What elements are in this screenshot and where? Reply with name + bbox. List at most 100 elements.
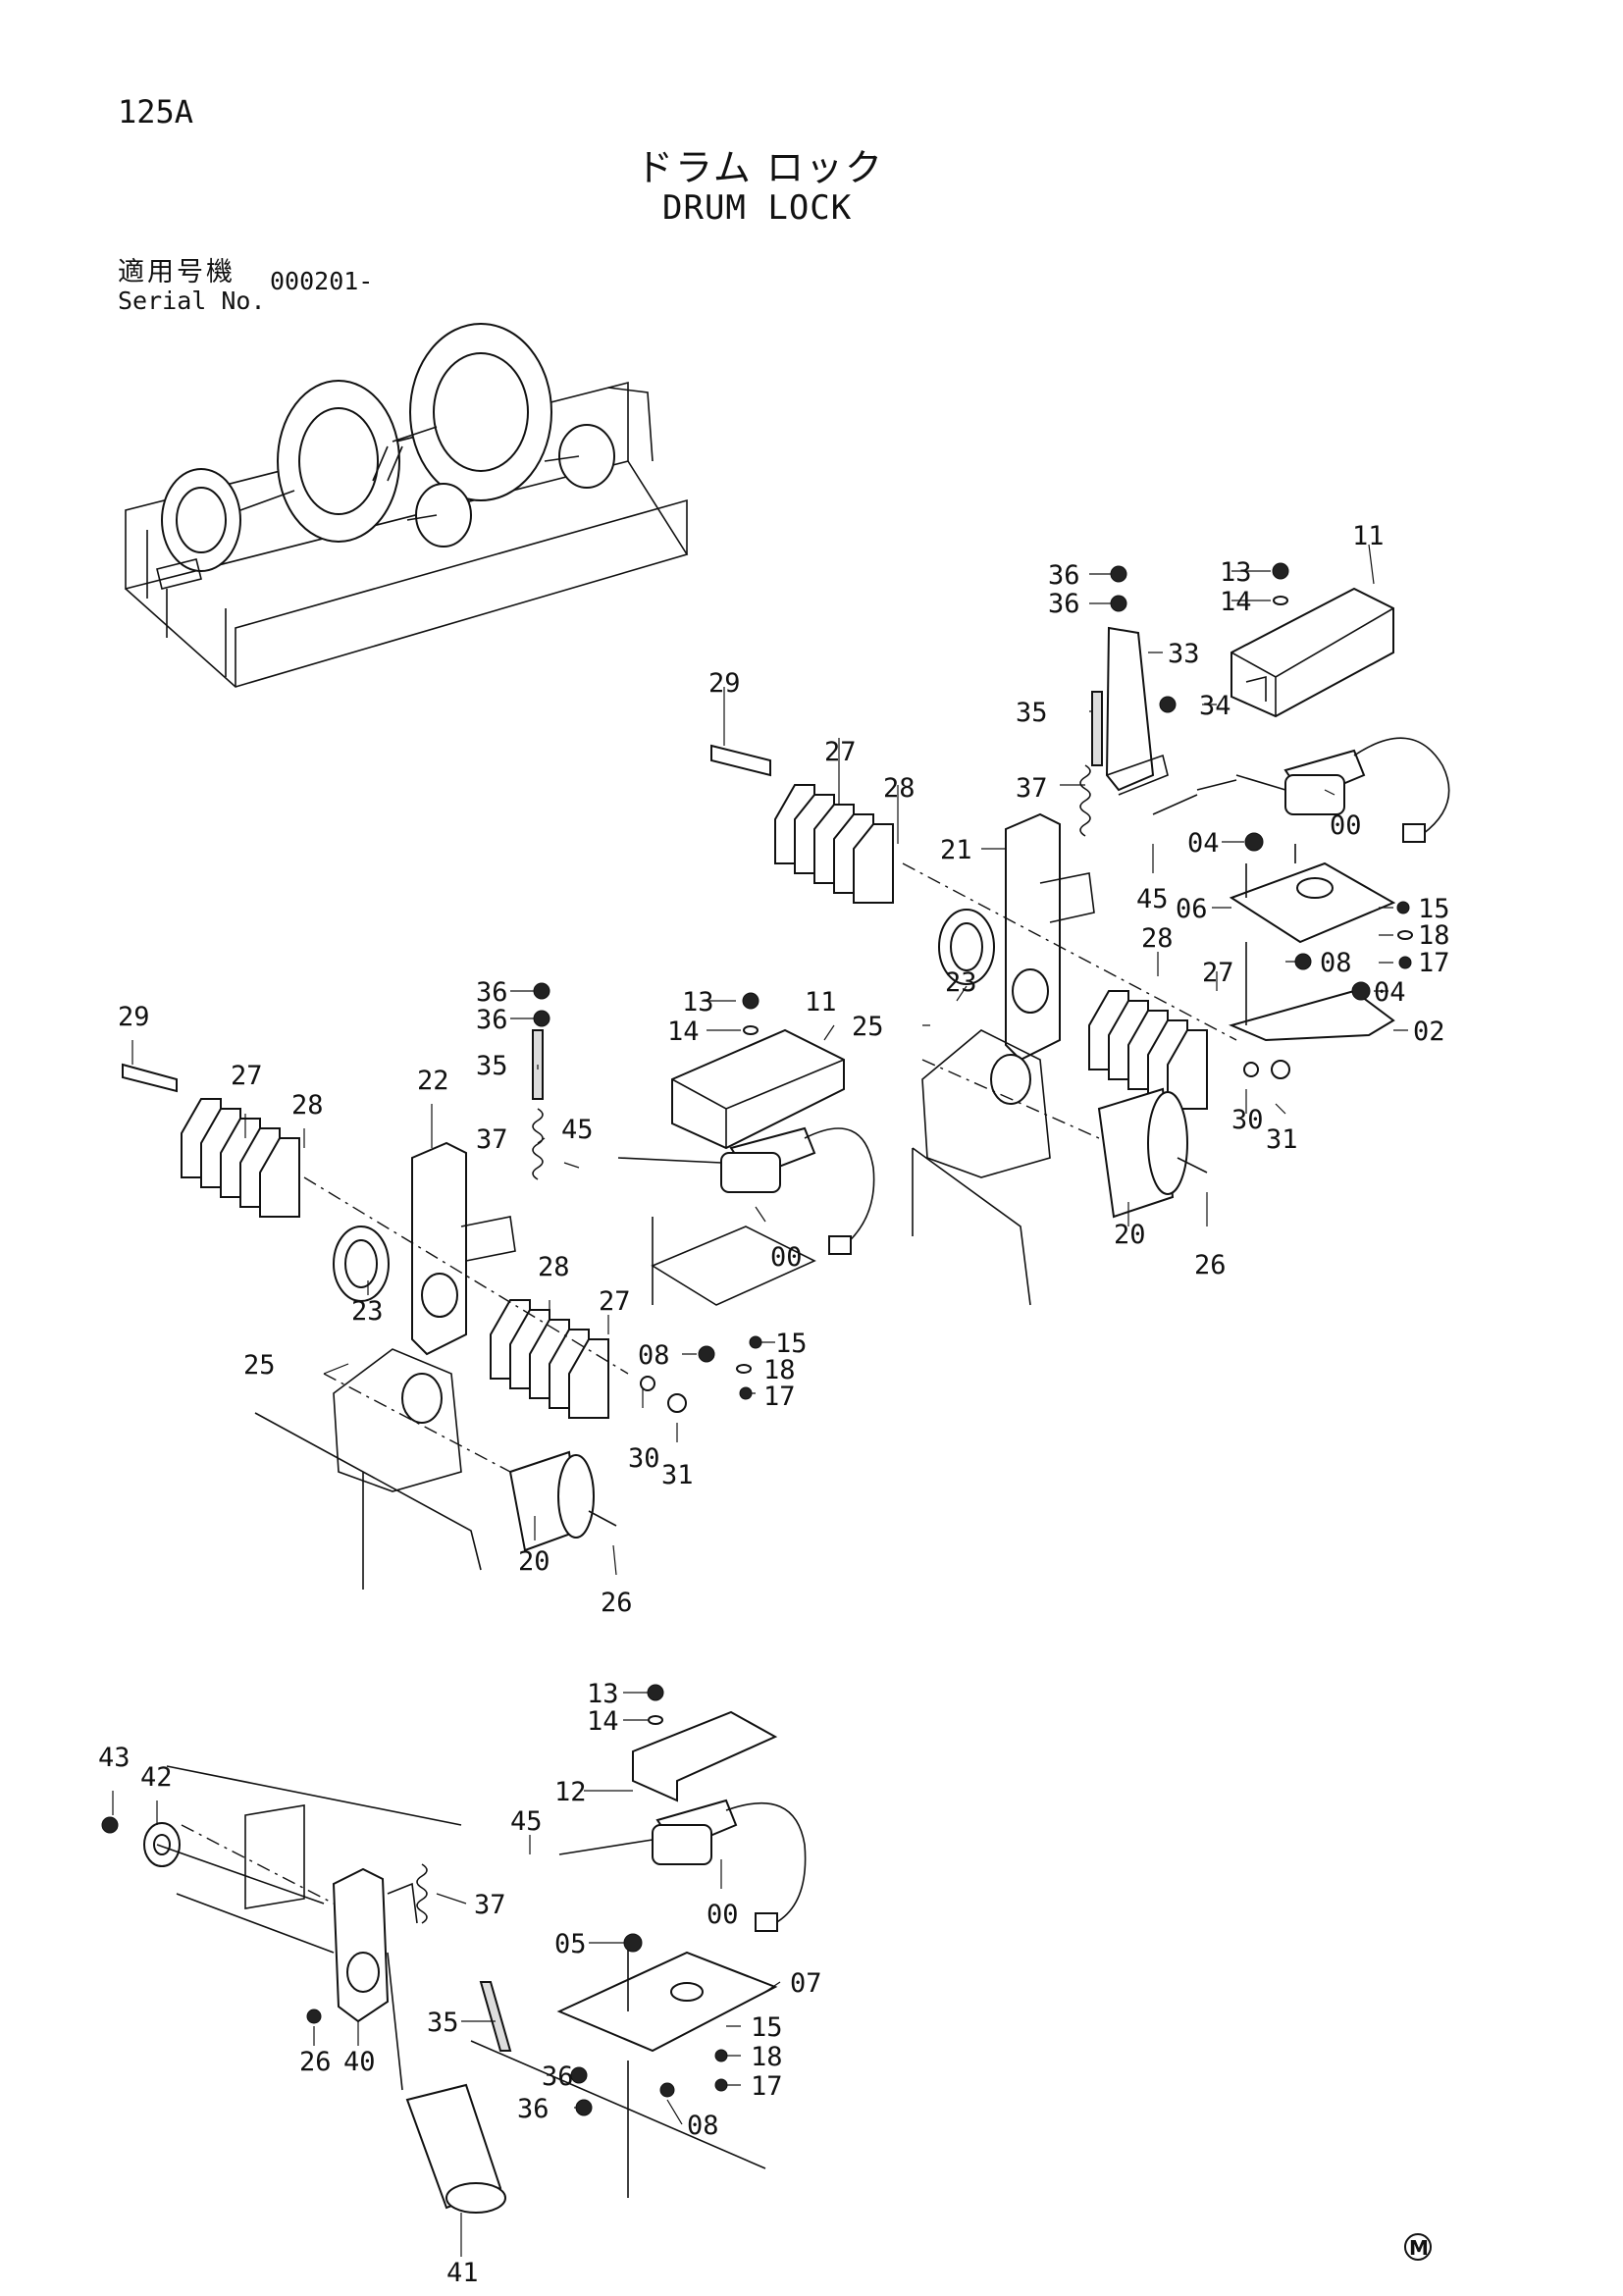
callout-c4: 42	[140, 1762, 173, 1793]
lever-40-c	[332, 1867, 390, 2023]
callout-a16: 45	[1136, 884, 1169, 914]
callout-c9: 05	[554, 1929, 587, 1959]
callout-c11: 15	[751, 2012, 783, 2043]
callout-b22: 30	[628, 1443, 660, 1474]
page-number: 125A	[118, 93, 194, 130]
title-japanese: ドラム ロック	[636, 146, 884, 189]
callout-a28: 30	[1231, 1105, 1264, 1135]
callout-a4: 14	[1220, 587, 1252, 617]
assembly-b-drawing	[122, 1028, 875, 1590]
pin-41-c	[405, 2083, 502, 2210]
callout-a18: 15	[1418, 894, 1450, 924]
callout-a1: 36	[1048, 560, 1080, 591]
callout-c14: 26	[299, 2047, 332, 2077]
assembly-a-drawing	[710, 587, 1450, 1306]
callout-a27: 02	[1413, 1017, 1445, 1047]
callout-c10: 07	[790, 1968, 822, 1999]
plate-06-a	[1229, 861, 1396, 944]
callout-c12: 35	[427, 2008, 459, 2038]
assembly-c-drawing	[143, 1710, 807, 2214]
callout-c5: 12	[554, 1777, 587, 1807]
serial-number-value: 000201-	[270, 267, 374, 295]
hardware-glyphs	[101, 562, 1413, 2116]
callout-c20: 41	[446, 2258, 479, 2288]
callout-b17: 08	[638, 1340, 670, 1371]
callout-b3: 13	[682, 987, 714, 1018]
cover-12-c	[632, 1710, 778, 1802]
callout-labels: 36 36 13 14 11 33 35 34 29 27 28 37 21 0…	[98, 521, 1450, 2288]
callout-b19: 18	[763, 1355, 796, 1385]
plate-07-c	[556, 1951, 778, 2053]
callout-c17: 17	[751, 2071, 783, 2102]
callout-a26: 25	[852, 1012, 884, 1042]
callout-b7: 35	[476, 1051, 508, 1081]
callout-b13: 00	[770, 1242, 803, 1273]
callout-a25: 04	[1374, 977, 1406, 1008]
callout-a13: 21	[940, 835, 972, 865]
serial-label-japanese: 適用号機	[118, 257, 236, 287]
title-english: DRUM LOCK	[662, 188, 853, 228]
footer-mark: M	[1404, 2233, 1432, 2261]
callout-b18: 15	[775, 1329, 808, 1359]
lever-22-b	[411, 1141, 467, 1356]
callout-c6: 45	[510, 1806, 543, 1837]
lever-21-a	[1005, 812, 1061, 1062]
callout-a8: 34	[1199, 691, 1231, 721]
callout-b2: 36	[476, 1005, 508, 1035]
cover-11-a	[1230, 587, 1394, 718]
callout-c15: 40	[343, 2047, 376, 2077]
serial-label-english: Serial No.	[118, 287, 266, 315]
callout-c3: 43	[98, 1743, 131, 1773]
callout-b9: 22	[417, 1066, 449, 1096]
callout-b1: 36	[476, 977, 508, 1008]
callout-a6: 33	[1168, 639, 1200, 669]
callout-a7: 35	[1016, 698, 1048, 728]
callout-c7: 37	[474, 1890, 506, 1920]
callout-b11: 37	[476, 1124, 508, 1155]
callout-a2: 36	[1048, 589, 1080, 619]
callout-a11: 28	[883, 773, 916, 804]
winch-overview-sketch	[125, 323, 689, 688]
leader-lines	[112, 544, 1408, 2257]
callout-c19: 08	[687, 2111, 719, 2141]
callout-a10: 27	[824, 737, 857, 767]
callout-b23: 31	[661, 1460, 694, 1490]
callout-b6: 29	[118, 1002, 150, 1032]
callout-a30: 20	[1114, 1220, 1146, 1250]
callout-b10: 28	[291, 1090, 324, 1121]
callout-c2: 14	[587, 1706, 619, 1737]
cover-11-b	[671, 1028, 845, 1150]
callout-b14: 28	[538, 1252, 570, 1282]
callout-c1: 13	[587, 1679, 619, 1709]
callout-a31: 26	[1194, 1250, 1227, 1280]
callout-b8: 27	[231, 1061, 263, 1091]
bracket-33-a	[1105, 626, 1155, 792]
callout-c8: 00	[707, 1900, 739, 1930]
callout-b25: 26	[601, 1588, 633, 1618]
callout-a5: 11	[1352, 521, 1385, 551]
callout-b16: 27	[599, 1286, 631, 1317]
callout-b4: 11	[805, 987, 837, 1018]
callout-a14: 00	[1330, 810, 1362, 841]
callout-b12: 45	[561, 1115, 594, 1145]
callout-a19: 18	[1418, 920, 1450, 951]
callout-c18: 36	[517, 2094, 550, 2124]
callout-b5: 14	[667, 1017, 700, 1047]
footer-mark-letter: M	[1409, 2236, 1429, 2260]
callout-a21: 08	[1320, 948, 1352, 978]
callout-c13: 18	[751, 2042, 783, 2072]
callout-a15: 04	[1187, 828, 1220, 859]
callout-b21: 17	[763, 1382, 796, 1412]
callout-a29: 31	[1266, 1124, 1298, 1155]
callout-a24: 27	[1202, 958, 1234, 988]
callout-a20: 17	[1418, 948, 1450, 978]
callout-a23: 23	[945, 967, 977, 998]
callout-a22: 28	[1141, 923, 1174, 954]
callout-a17: 06	[1176, 894, 1208, 924]
callout-a3: 13	[1220, 557, 1252, 588]
callout-c16: 36	[542, 2061, 574, 2092]
callout-b24: 20	[518, 1546, 550, 1577]
bracket-02-a	[1228, 989, 1395, 1042]
callout-a9: 29	[708, 668, 741, 699]
